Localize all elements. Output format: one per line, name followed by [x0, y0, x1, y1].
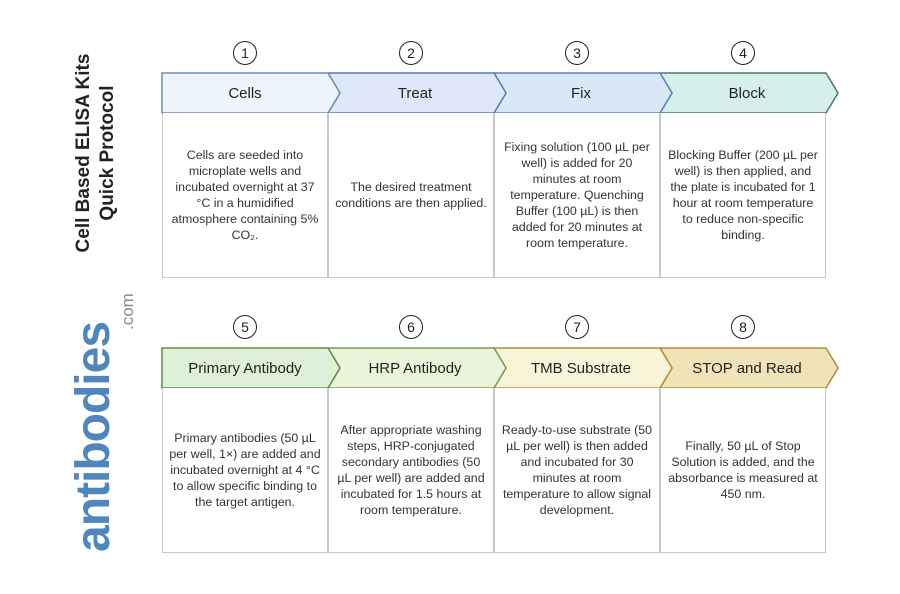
step-number-badge: 3	[565, 41, 589, 65]
step-description-box: Blocking Buffer (200 µL per well) is the…	[660, 113, 826, 278]
step-title: Block	[728, 84, 766, 102]
step-description: Blocking Buffer (200 µL per well) is the…	[668, 148, 818, 242]
step-description-box: The desired treatment conditions are the…	[328, 113, 494, 278]
step-title: Primary Antibody	[188, 359, 302, 377]
step-number-badge: 4	[731, 41, 755, 65]
step-title: STOP and Read	[692, 359, 802, 377]
step-number-badge: 5	[233, 315, 257, 339]
step-description: After appropriate washing steps, HRP-con…	[337, 423, 485, 517]
step-description-box: Primary antibodies (50 µL per well, 1×) …	[162, 388, 328, 553]
step-description-box: Finally, 50 µL of Stop Solution is added…	[660, 388, 826, 553]
step-description: Primary antibodies (50 µL per well, 1×) …	[169, 431, 321, 509]
step-title: Fix	[571, 84, 591, 102]
step-description-box: Cells are seeded into microplate wells a…	[162, 113, 328, 278]
step-description: Finally, 50 µL of Stop Solution is added…	[668, 439, 818, 501]
step-description-box: After appropriate washing steps, HRP-con…	[328, 388, 494, 553]
step-description-box: Fixing solution (100 µL per well) is add…	[494, 113, 660, 278]
step-description: The desired treatment conditions are the…	[335, 180, 487, 210]
step-title: HRP Antibody	[368, 359, 462, 377]
step-title: Treat	[397, 84, 433, 102]
step-title: TMB Substrate	[530, 359, 632, 377]
step-description: Cells are seeded into microplate wells a…	[171, 148, 319, 242]
step-title: Cells	[228, 84, 262, 102]
step-number-badge: 8	[731, 315, 755, 339]
step-number-badge: 2	[399, 41, 423, 65]
step-number-badge: 6	[399, 315, 423, 339]
step-number-badge: 7	[565, 315, 589, 339]
step-description: Ready-to-use substrate (50 µL per well) …	[501, 423, 653, 517]
step-description-box: Ready-to-use substrate (50 µL per well) …	[494, 388, 660, 553]
step-description: Fixing solution (100 µL per well) is add…	[504, 140, 650, 250]
step-number-badge: 1	[233, 41, 257, 65]
